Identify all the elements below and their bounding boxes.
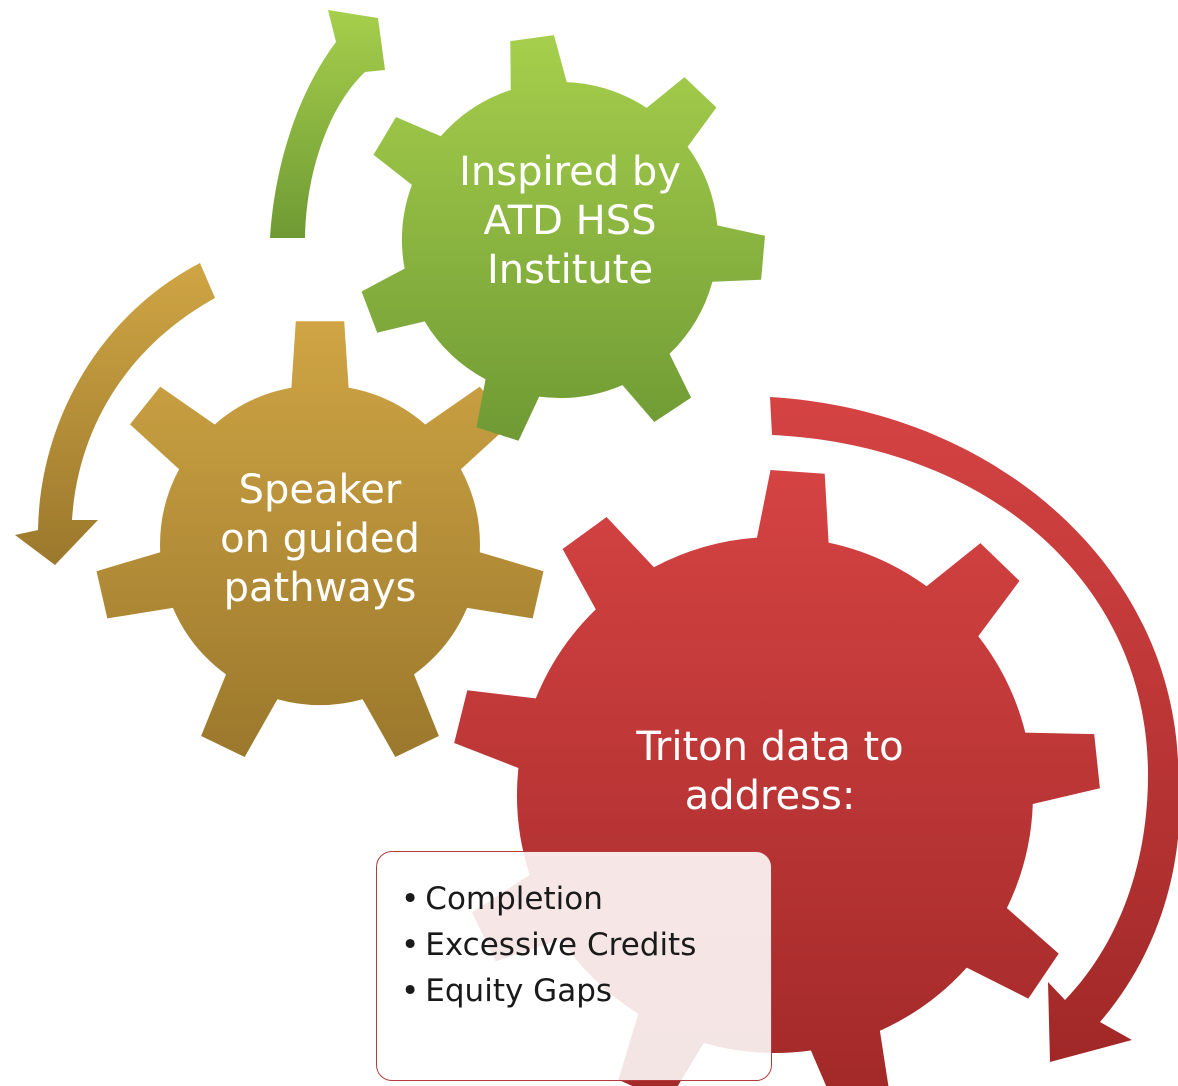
orange-arrow-icon xyxy=(15,263,215,565)
green-gear-label: Inspired by ATD HSS Institute xyxy=(430,148,710,295)
red-gear-label: Triton data to address: xyxy=(600,723,940,821)
red-gear-line-1: Triton data to xyxy=(636,724,904,770)
orange-gear-icon xyxy=(96,321,544,757)
list-item: Excessive Credits xyxy=(401,922,771,968)
red-arrow-icon xyxy=(770,397,1178,1062)
orange-gear-line-3: pathways xyxy=(223,565,417,611)
list-item: Completion xyxy=(401,876,771,922)
red-gear-line-2: address: xyxy=(684,773,856,819)
green-gear-line-3: Institute xyxy=(486,247,654,293)
green-gear-line-2: ATD HSS xyxy=(483,198,657,244)
bullet-list-box: Completion Excessive Credits Equity Gaps xyxy=(376,851,772,1081)
list-item: Equity Gaps xyxy=(401,968,771,1014)
orange-gear-label: Speaker on guided pathways xyxy=(190,466,450,613)
green-arrow-icon xyxy=(270,10,385,238)
orange-gear-line-1: Speaker xyxy=(238,467,402,513)
green-gear-icon xyxy=(361,35,765,441)
orange-gear-line-2: on guided xyxy=(220,516,420,562)
green-gear-line-1: Inspired by xyxy=(459,149,681,195)
bullet-list: Completion Excessive Credits Equity Gaps xyxy=(377,852,771,1014)
